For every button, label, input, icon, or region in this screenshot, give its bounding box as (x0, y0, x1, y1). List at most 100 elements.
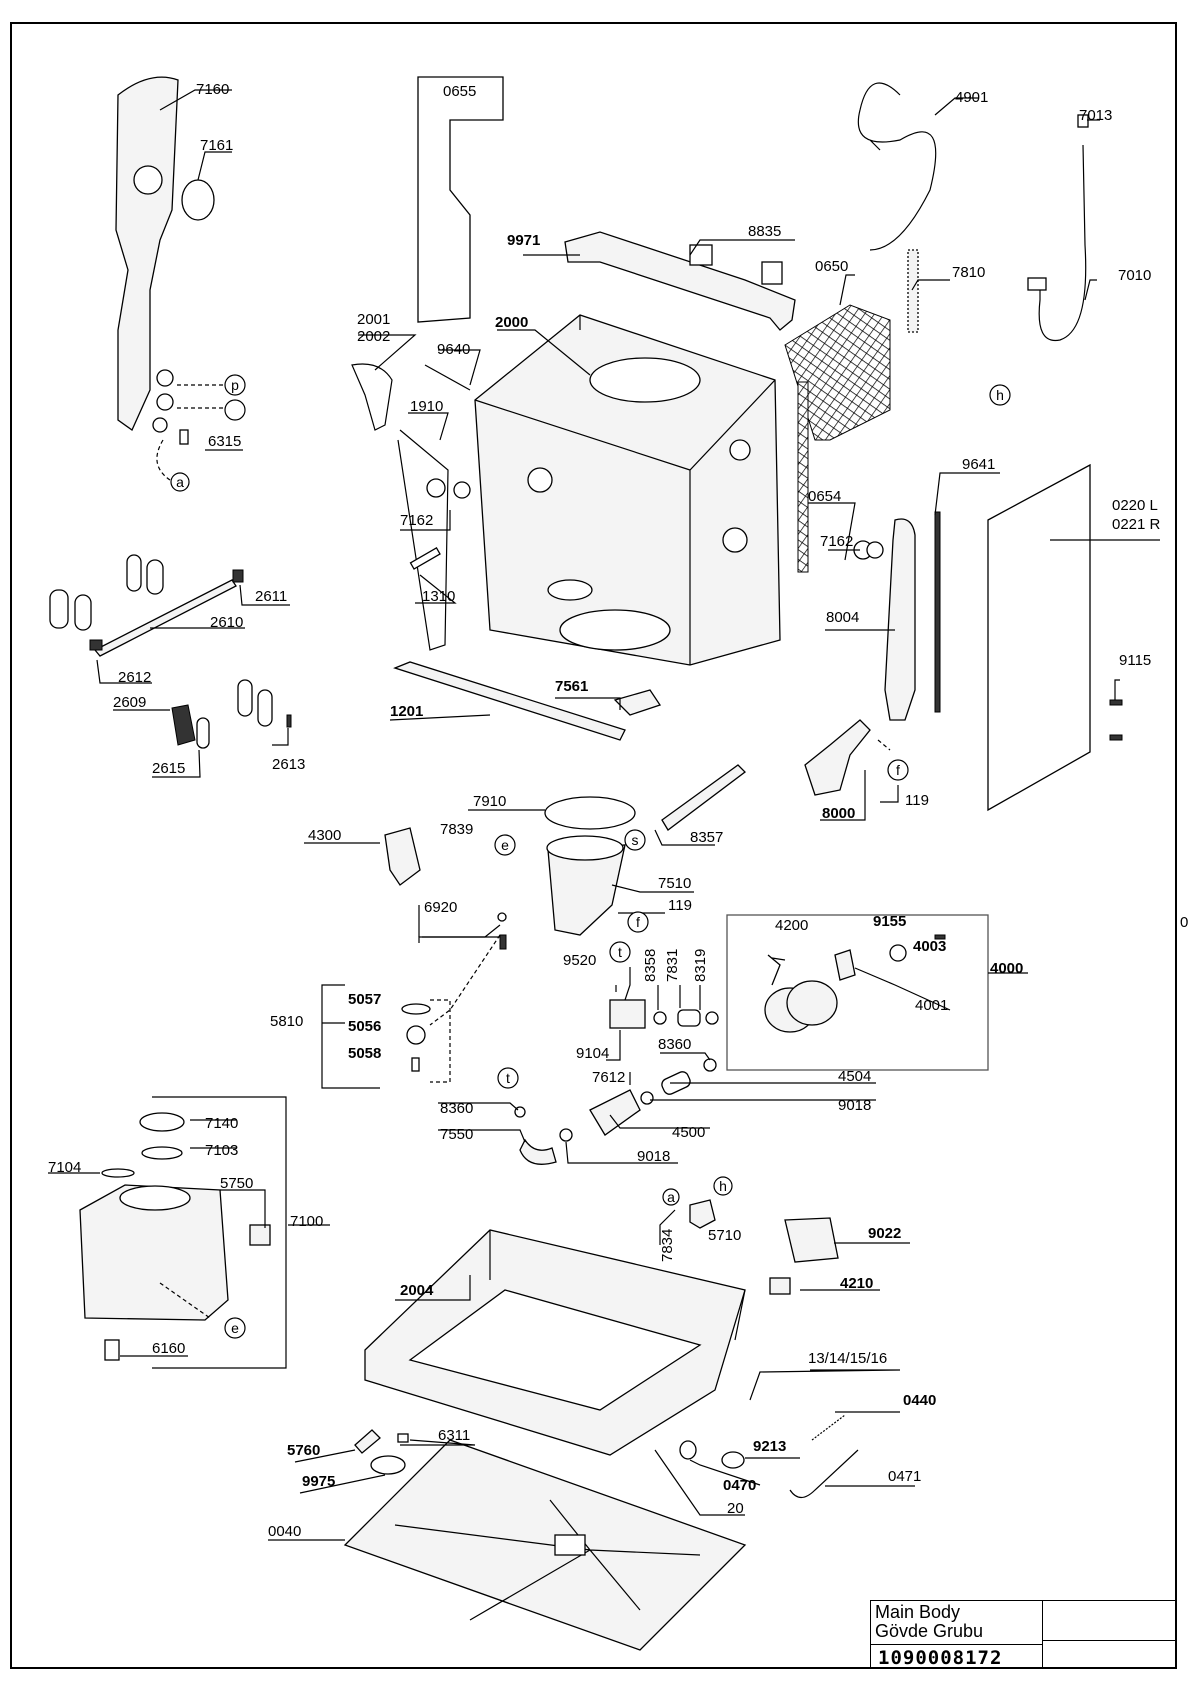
label-9022: 9022 (868, 1225, 901, 1242)
label-9115: 9115 (1119, 652, 1151, 669)
part-9641-gasket-strip (934, 511, 941, 713)
part-7162-seal-left (426, 478, 471, 499)
label-2004: 2004 (400, 1282, 434, 1299)
label-2612: 2612 (118, 669, 151, 686)
label-5057: 5057 (348, 991, 381, 1008)
svg-text:h: h (719, 1178, 727, 1194)
label-9975: 9975 (302, 1473, 335, 1490)
part-6311-clip (397, 1433, 409, 1443)
marker-f: f (627, 911, 649, 933)
label-0440: 0440 (903, 1392, 936, 1409)
part-5710-valve (689, 1199, 716, 1229)
label-2610: 2610 (210, 614, 243, 631)
label-2002: 2002 (357, 328, 390, 345)
marker-e: e (494, 834, 516, 856)
label-8000: 8000 (822, 805, 855, 822)
part-9018-clamp (640, 1091, 654, 1105)
part-0040-base-tray (343, 1439, 747, 1651)
title-block-hline-right (1042, 1640, 1177, 1641)
part-8360-clamp (703, 1058, 717, 1072)
marker-e: e (224, 1317, 246, 1339)
label-0471: 0471 (888, 1468, 921, 1485)
label-4504: 4504 (838, 1068, 871, 1085)
title-block (870, 1600, 1177, 1669)
part-9018-clamp-lower (559, 1128, 573, 1142)
label-8357: 8357 (690, 829, 723, 846)
leader-lines (48, 89, 1160, 1541)
part-4210-switch (769, 1277, 791, 1295)
marker-blank (224, 399, 246, 421)
part-1910-gasket (397, 429, 449, 651)
label-7140: 7140 (205, 1115, 238, 1132)
label-9520: 9520 (563, 952, 596, 969)
label-7910: 7910 (473, 793, 506, 810)
svg-text:a: a (667, 1189, 675, 1205)
label-0040: 0040 (268, 1523, 301, 1540)
part-1201-bar (393, 661, 626, 741)
part-9975-cap (370, 1455, 406, 1475)
label-7834: 7834 (659, 1229, 676, 1262)
part-5810-bracket (321, 984, 451, 1089)
label-4500: 4500 (672, 1124, 705, 1141)
part-0440-spring (811, 1414, 846, 1441)
label-2001: 2001 (357, 311, 390, 328)
label-4001: 4001 (915, 997, 948, 1014)
label-4210: 4210 (840, 1275, 873, 1292)
label-6920: 6920 (424, 899, 457, 916)
label-8319: 8319 (692, 949, 709, 982)
part-7161-ring (181, 179, 215, 221)
svg-text:s: s (632, 832, 639, 848)
part-5760-latch (354, 1429, 381, 1454)
title-tr: Gövde Grubu (875, 1621, 984, 1641)
marker-a: a (170, 472, 190, 492)
part-4000-pump-box (726, 914, 989, 1071)
part-6315-clip (179, 429, 189, 445)
part-0654-strip (797, 381, 809, 573)
marker-s: s (624, 829, 646, 851)
label-0470: 0470 (723, 1477, 756, 1494)
part-4901-cable (857, 82, 937, 251)
svg-text:t: t (618, 944, 622, 960)
svg-text:t: t (506, 1070, 510, 1086)
part-7160-side-channel (115, 76, 179, 433)
marker-t: t (609, 941, 631, 963)
part-7100-softener-box (79, 1096, 287, 1369)
label-7162-left: 7162 (400, 512, 433, 529)
label-0650: 0650 (815, 258, 848, 275)
marker-h: h (713, 1176, 733, 1196)
label-1201: 1201 (390, 703, 423, 720)
part-7561-valve (613, 689, 662, 716)
part-2609-wheel-group (49, 554, 292, 749)
marker-h: h (989, 384, 1011, 406)
part-9971-rail (564, 231, 796, 331)
part-2000-tub (474, 314, 781, 666)
label-7612: 7612 (592, 1069, 625, 1086)
part-4300-heater (384, 827, 421, 886)
part-7013-cap (1077, 114, 1089, 128)
part-9213-foot (721, 1451, 745, 1469)
label-0654: 0654 (808, 488, 841, 505)
label-1310: 1310 (422, 588, 455, 605)
label-2000: 2000 (495, 314, 528, 331)
svg-text:p: p (231, 377, 239, 393)
part-7550-bend (519, 1138, 557, 1165)
part-2004-base-frame (364, 1229, 746, 1456)
svg-text:e: e (501, 837, 509, 853)
part-0220-side-panel (987, 463, 1091, 812)
label-7561: 7561 (555, 678, 588, 695)
label-9018-upper: 9018 (838, 1097, 871, 1114)
part-7162-seal-right (853, 540, 884, 560)
label-4000: 4000 (990, 960, 1023, 977)
label-6315: 6315 (208, 433, 241, 450)
label-5760: 5760 (287, 1442, 320, 1459)
label-119-lower: 119 (668, 897, 692, 914)
label-4901: 4901 (955, 89, 988, 106)
label-7839: 7839 (440, 821, 473, 838)
part-9115-screws (1109, 699, 1123, 741)
label-4300: 4300 (308, 827, 341, 844)
label-20: 20 (727, 1500, 744, 1517)
svg-text:f: f (896, 762, 900, 778)
part-8358-clamp (653, 1011, 667, 1025)
svg-text:h: h (996, 387, 1004, 403)
drawing-frame (10, 22, 1177, 1669)
